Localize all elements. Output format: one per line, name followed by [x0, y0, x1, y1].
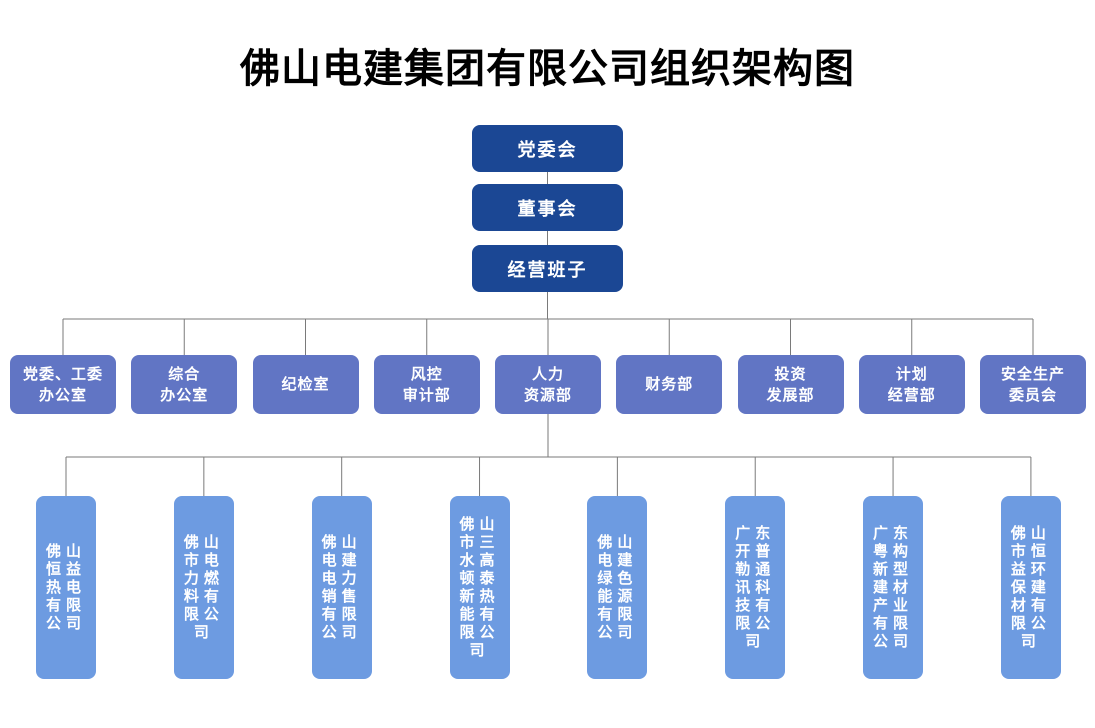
department-box: 综合 办公室 [131, 355, 238, 414]
department-box: 人力 资源部 [495, 355, 601, 414]
leadership-box-board-of-directors: 董事会 [472, 184, 623, 231]
department-box: 安全生产 委员会 [980, 355, 1086, 414]
department-box: 党委、工委 办公室 [10, 355, 116, 414]
subsidiary-box: 佛山 电建 电力 销售 有限 公司 [311, 496, 372, 679]
subsidiary-box: 佛山 市恒 益环 保建 材有 限公 司 [1000, 496, 1061, 679]
leadership-box-management-team: 经营班子 [472, 245, 623, 292]
department-box: 纪检室 [252, 355, 359, 414]
subsidiary-box: 佛山 电建 绿色 能源 有限 公司 [587, 496, 648, 679]
chart-title: 佛山电建集团有限公司组织架构图 [240, 47, 855, 91]
subsidiary-box: 广东 开普 勒通 讯科 技有 限公 司 [725, 496, 786, 679]
department-box: 风控 审计部 [373, 355, 480, 414]
subsidiary-box: 广东 粤构 新型 建材 产业 有限 公司 [863, 496, 924, 679]
leadership-box-party-committee: 党委会 [472, 125, 623, 172]
department-box: 财务部 [616, 355, 723, 414]
subsidiary-box: 佛山 市三 水高 顿泰 新热 能有 限公 司 [449, 496, 510, 679]
subsidiary-row: 佛山 恒益 热电 有限 公司 佛山 市电 力燃 料有 限公 司 佛山 电建 电力 销… [36, 496, 1061, 679]
department-row: 党委、工委 办公室综合 办公室纪检室风控 审计部人力 资源部财务部投资 发展部计… [10, 355, 1086, 414]
subsidiary-box: 佛山 恒益 热电 有限 公司 [36, 496, 96, 679]
department-box: 投资 发展部 [737, 355, 844, 414]
department-box: 计划 经营部 [858, 355, 965, 414]
subsidiary-box: 佛山 市电 力燃 料有 限公 司 [173, 496, 234, 679]
